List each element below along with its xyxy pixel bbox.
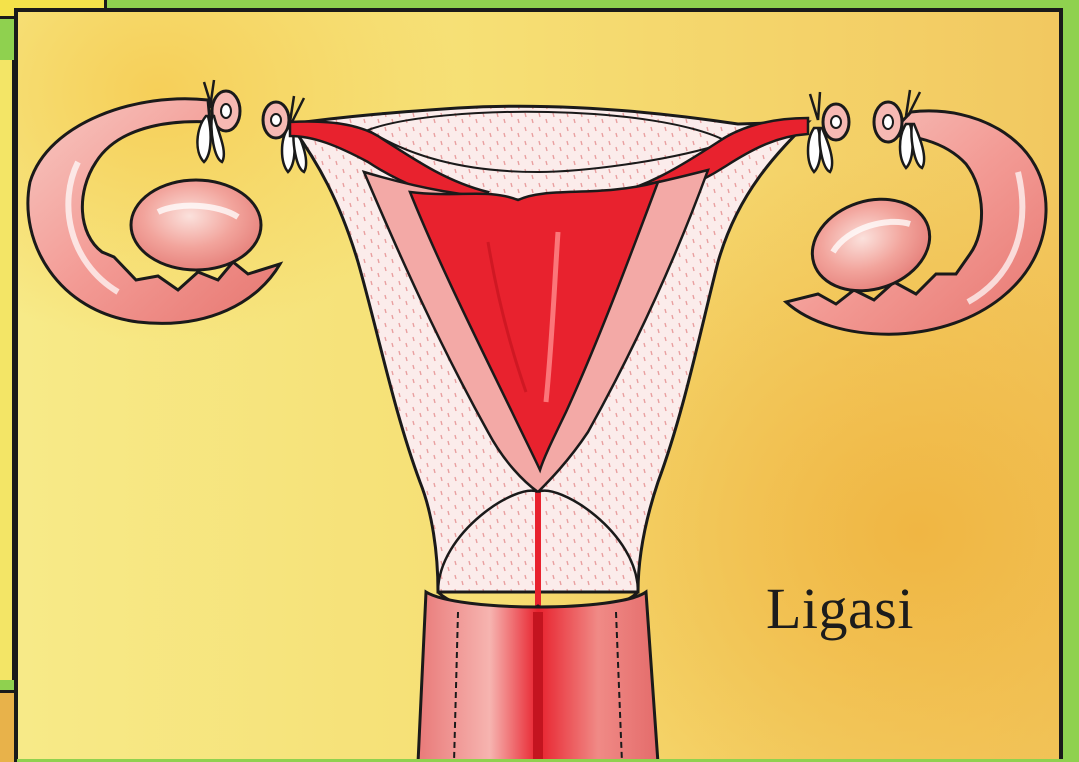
left-ovary — [131, 180, 261, 270]
caption-label: Ligasi — [766, 580, 914, 638]
right-ovary — [800, 185, 941, 306]
uterus-illustration — [18, 12, 1059, 759]
illustration-panel: Ligasi — [14, 8, 1063, 759]
right-ligated-stumps — [823, 102, 902, 142]
left-ligated-stumps — [212, 91, 289, 138]
left-border-strip — [0, 60, 15, 680]
vaginal-canal — [418, 592, 658, 759]
uterus-body — [290, 106, 808, 612]
